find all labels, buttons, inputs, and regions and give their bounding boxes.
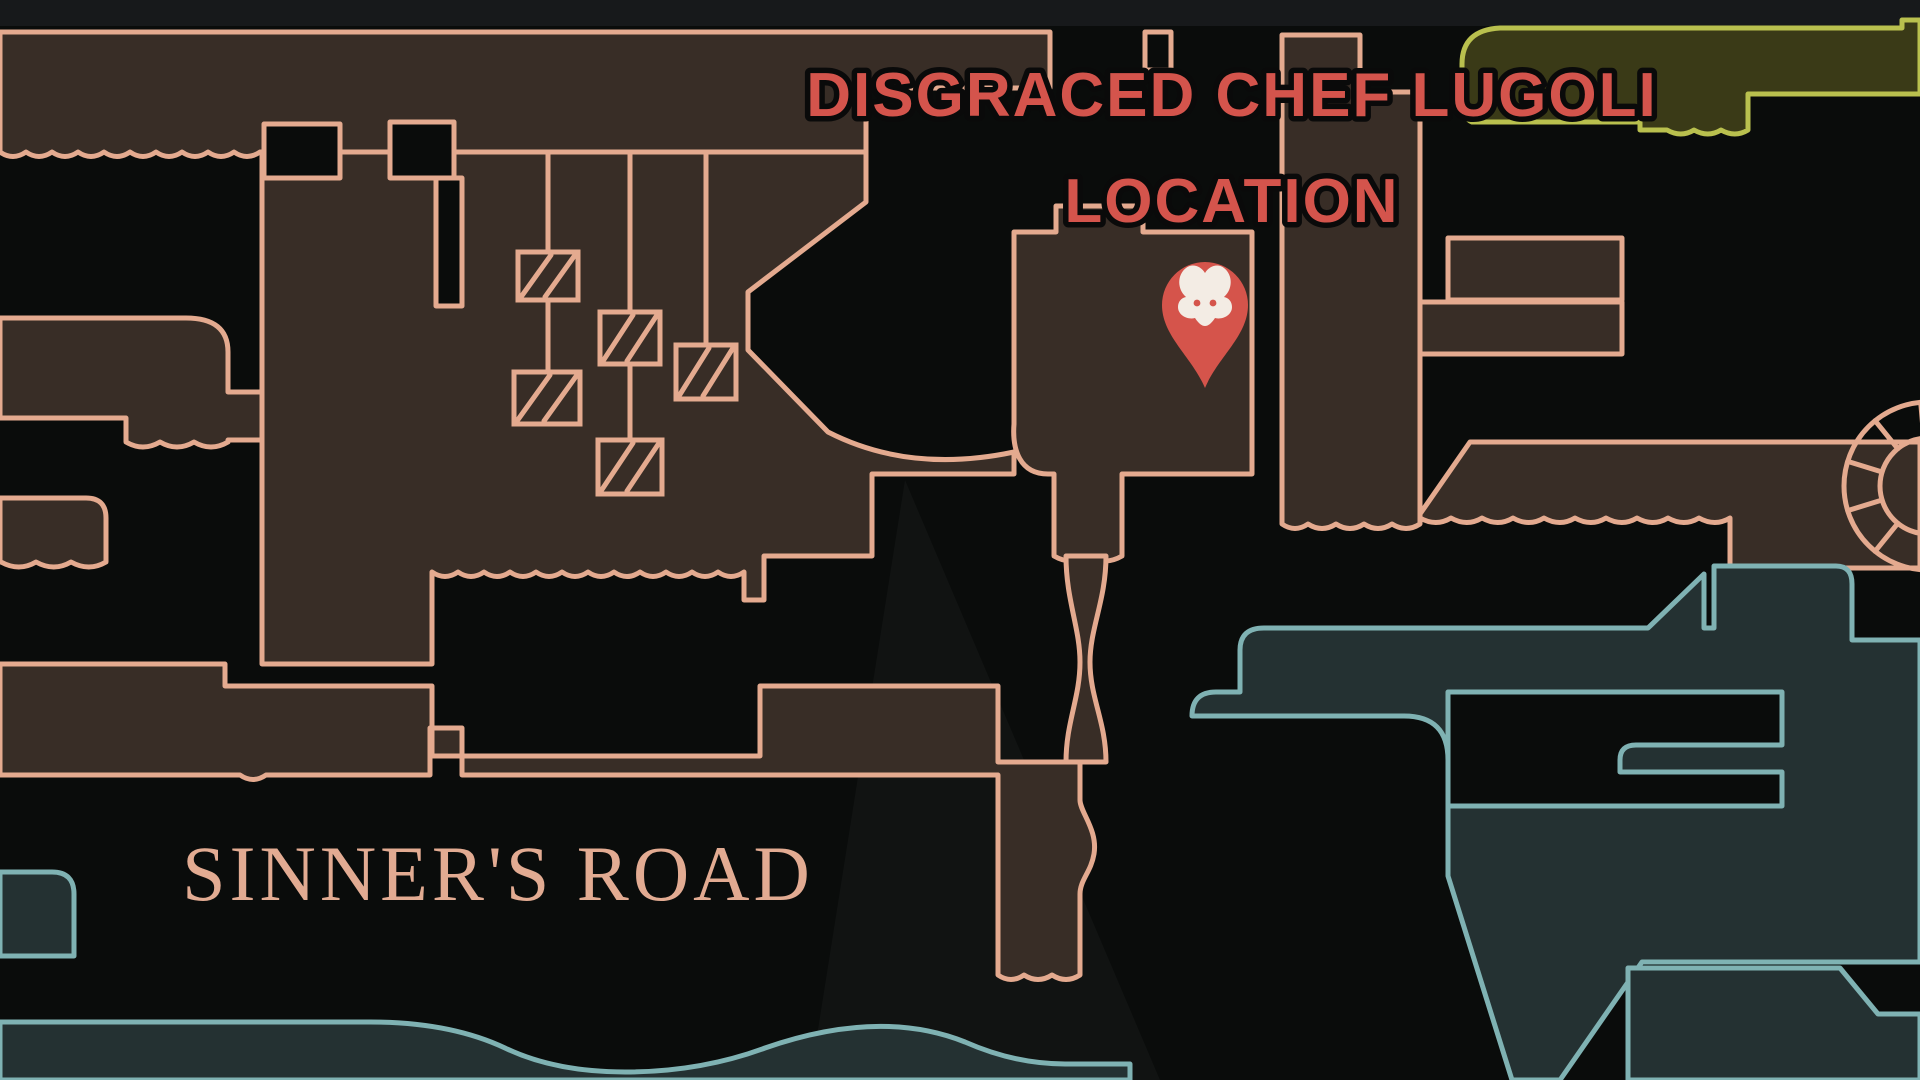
pin-eye-left <box>1193 299 1201 307</box>
annotation-title-line2: LOCATION <box>1064 167 1399 236</box>
room-shaft <box>1063 553 1109 765</box>
room-teal-shelf <box>1625 965 1920 1080</box>
room-teal-pocket <box>0 869 77 959</box>
hanging-cage-icon <box>511 369 583 427</box>
cutout-channel <box>433 175 465 309</box>
room-right-arm-upper <box>1445 235 1625 303</box>
annotation-title-line1: DISGRACED CHEF LUGOLI <box>806 61 1657 130</box>
room-bottom-band <box>0 661 1098 982</box>
room-teal-strip <box>0 1019 1133 1080</box>
cutout-teal <box>1445 689 1785 809</box>
room-olive <box>1459 17 1920 137</box>
pin-eye-right <box>1209 299 1217 307</box>
cutout-doorway-2 <box>387 119 457 181</box>
room-right-arm-lower <box>1417 299 1625 357</box>
room-left-upper <box>0 315 265 450</box>
wheel-icon <box>1841 399 1920 573</box>
hanging-cages <box>511 149 739 497</box>
location-pin[interactable] <box>1162 262 1248 388</box>
room-right-corridor <box>1417 439 1920 571</box>
room-right-block <box>1279 32 1423 531</box>
map-cutouts <box>261 29 1174 309</box>
room-left-lower <box>0 495 109 570</box>
hanging-cage-icon <box>597 309 663 367</box>
bat-face-icon <box>1178 265 1232 326</box>
hanging-cage-icon <box>595 437 665 497</box>
cutout-slot <box>1142 29 1174 73</box>
map-top-strip <box>0 0 1920 26</box>
hanging-cage-icon <box>515 249 581 303</box>
cutout-doorway-1 <box>261 121 343 181</box>
zone-upper-right <box>1459 17 1920 137</box>
region-label: SINNER'S ROAD <box>182 830 814 917</box>
hanging-cage-icon <box>673 342 739 402</box>
